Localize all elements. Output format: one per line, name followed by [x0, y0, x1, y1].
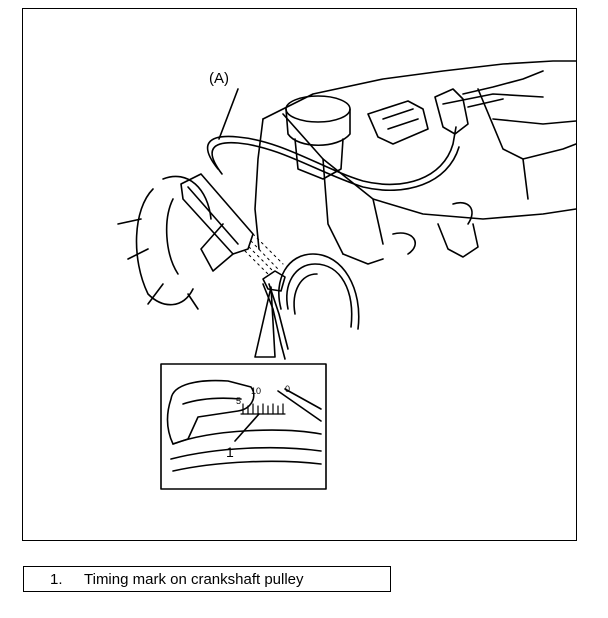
- inset-hand: [166, 379, 255, 445]
- caption-box: 1. Timing mark on crankshaft pulley: [23, 566, 391, 592]
- timing-mark-inset: 10 0 5 1: [160, 363, 327, 490]
- callout-1-leader: [234, 413, 260, 442]
- timing-light-cable: [206, 126, 460, 191]
- callout-a-leader: [218, 88, 239, 140]
- callout-a-label: (A): [209, 70, 229, 87]
- inset-pointer: [254, 286, 276, 358]
- engine-block: [254, 60, 577, 265]
- scale-label-10: 10: [251, 386, 261, 396]
- reservoir-cap: [285, 95, 351, 180]
- engine-timing-illustration: (A): [117, 60, 577, 490]
- timing-light: [180, 173, 254, 272]
- callout-1-label: 1: [226, 444, 234, 460]
- light-beam: [244, 233, 284, 275]
- inset-pulley-rim: [172, 429, 322, 445]
- caption-text: Timing mark on crankshaft pulley: [84, 570, 304, 588]
- timing-scale: [240, 403, 286, 415]
- scale-label-5: 5: [236, 396, 241, 406]
- spark-plug-connector: [367, 70, 544, 145]
- scale-label-0: 0: [285, 384, 290, 394]
- crankshaft-pulley: [262, 253, 360, 360]
- caption-number: 1.: [50, 570, 63, 588]
- figure-frame: (A): [22, 8, 577, 541]
- fan-assembly: [117, 175, 212, 310]
